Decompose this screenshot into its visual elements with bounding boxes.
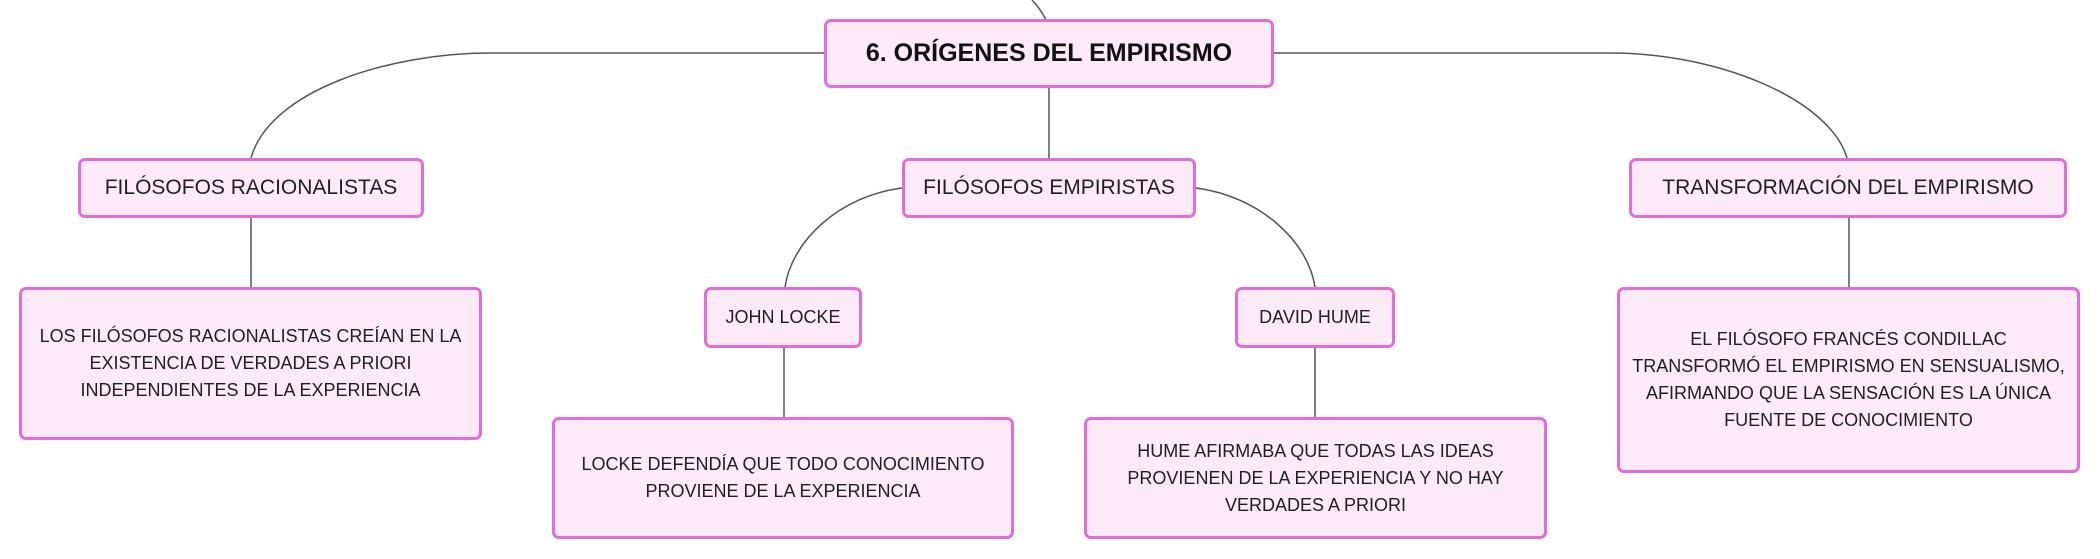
- node-filosofos-empiristas-label: FILÓSOFOS EMPIRISTAS: [923, 176, 1175, 199]
- node-hume-description-text: HUME AFIRMABA QUE TODAS LAS IDEAS PROVIE…: [1127, 440, 1504, 515]
- root-node[interactable]: 6. ORÍGENES DEL EMPIRISMO: [824, 19, 1274, 88]
- node-locke-description-text: LOCKE DEFENDÍA QUE TODO CONOCIMIENTO PRO…: [581, 454, 985, 501]
- node-transformacion-description-text: EL FILÓSOFO FRANCÉS CONDILLAC TRANSFORMÓ…: [1632, 329, 2065, 430]
- connector-empiristas-locke: [784, 187, 903, 288]
- node-hume-description[interactable]: HUME AFIRMABA QUE TODAS LAS IDEAS PROVIE…: [1084, 417, 1547, 539]
- node-transformacion-empirismo-label: TRANSFORMACIÓN DEL EMPIRISMO: [1662, 176, 2034, 199]
- node-transformacion-empirismo[interactable]: TRANSFORMACIÓN DEL EMPIRISMO: [1629, 158, 2067, 218]
- node-david-hume[interactable]: DAVID HUME: [1235, 287, 1395, 348]
- connector-top-offscreen: [1031, 0, 1047, 21]
- node-transformacion-description[interactable]: EL FILÓSOFO FRANCÉS CONDILLAC TRANSFORMÓ…: [1617, 287, 2080, 473]
- node-david-hume-label: DAVID HUME: [1259, 307, 1371, 327]
- node-john-locke[interactable]: JOHN LOCKE: [704, 287, 862, 348]
- root-node-label: 6. ORÍGENES DEL EMPIRISMO: [865, 39, 1233, 67]
- node-filosofos-racionalistas[interactable]: FILÓSOFOS RACIONALISTAS: [78, 158, 424, 218]
- connector-root-transformacion: [1274, 52, 1848, 159]
- node-racionalistas-description[interactable]: LOS FILÓSOFOS RACIONALISTAS CREÍAN EN LA…: [19, 287, 482, 440]
- node-filosofos-racionalistas-label: FILÓSOFOS RACIONALISTAS: [104, 176, 398, 199]
- node-john-locke-label: JOHN LOCKE: [725, 307, 841, 327]
- connector-empiristas-hume: [1195, 187, 1316, 288]
- node-filosofos-empiristas[interactable]: FILÓSOFOS EMPIRISTAS: [902, 158, 1196, 218]
- node-locke-description[interactable]: LOCKE DEFENDÍA QUE TODO CONOCIMIENTO PRO…: [552, 417, 1014, 539]
- connector-root-racionalistas: [250, 52, 824, 159]
- node-racionalistas-description-text: LOS FILÓSOFOS RACIONALISTAS CREÍAN EN LA…: [39, 326, 462, 400]
